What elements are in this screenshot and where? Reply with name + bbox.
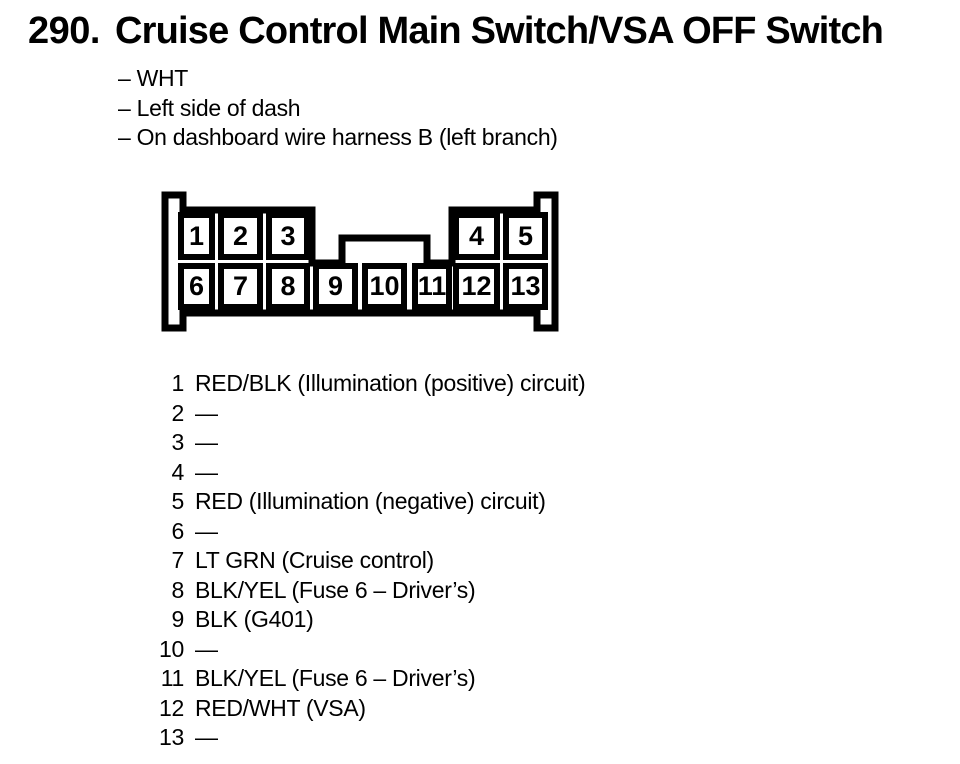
pin-legend-row-5: 5 RED (Illumination (negative) circuit)	[140, 487, 585, 517]
pin-number: 4	[171, 458, 185, 485]
connector-pin-cell-6: 6	[178, 263, 215, 310]
pin-number: 9	[171, 606, 185, 632]
note-harness: – On dashboard wire harness B (left bran…	[118, 124, 558, 150]
connector-pin-cell-2: 2	[218, 212, 263, 260]
pin-number: 5	[171, 488, 185, 514]
pin-legend-row-4: 4—	[140, 458, 585, 488]
pin-description: —	[195, 399, 218, 426]
pin-number: 7	[171, 547, 185, 573]
page-title: Cruise Control Main Switch/VSA OFF Switc…	[115, 10, 884, 52]
connector-pin-cell-1: 1	[178, 212, 215, 260]
pin-description: LT GRN (Cruise control)	[195, 547, 434, 573]
connector-pin-cell-7: 7	[218, 263, 263, 310]
pin-legend-row-9: 9 BLK (G401)	[140, 605, 585, 635]
pin-legend-row-2: 2—	[140, 399, 585, 429]
pin-number: 12	[159, 694, 184, 721]
connector-pin-cell-4: 4	[453, 212, 500, 260]
connector-pin-cell-12: 12	[453, 263, 500, 310]
connector-pin-cell-10: 10	[362, 263, 407, 310]
pin-number: 11	[160, 665, 185, 691]
note-location: – Left side of dash	[118, 94, 301, 121]
connector-pin-cell-13: 13	[503, 263, 548, 310]
pin-description: —	[195, 458, 218, 485]
connector-pin-cell-5: 5	[503, 212, 548, 260]
pin-legend-row-1: 1 RED/BLK (Illumination (positive) circui…	[140, 369, 586, 399]
pin-legend-row-7: 7 LT GRN (Cruise control)	[140, 546, 585, 576]
pin-number: 1	[171, 370, 185, 396]
section-number: 290.	[28, 10, 100, 52]
pin-legend-row-8: 8 BLK/YEL (Fuse 6 – Driver’s)	[140, 576, 585, 606]
pin-number: 3	[171, 429, 185, 455]
pin-description: BLK/YEL (Fuse 6 – Driver’s)	[195, 665, 476, 691]
pin-legend-row-12: 12 RED/WHT (VSA)	[140, 694, 585, 724]
pin-description: —	[195, 635, 218, 662]
pin-description: —	[195, 429, 218, 455]
pin-number: 2	[171, 399, 185, 426]
pin-legend-row-11: 11 BLK/YEL (Fuse 6 – Driver’s)	[140, 664, 585, 694]
pin-number: 6	[171, 517, 185, 544]
pin-number: 8	[171, 576, 185, 603]
connector-pin-cell-11: 11	[412, 263, 452, 310]
connector-pin-cell-3: 3	[266, 212, 310, 260]
pin-description: —	[195, 724, 218, 750]
pin-legend-row-13: 13 —	[140, 723, 585, 753]
pin-legend-row-10: 10 —	[140, 635, 585, 665]
pin-description: —	[195, 517, 218, 544]
note-color: – WHT	[118, 65, 189, 91]
pin-legend-row-6: 6—	[140, 517, 585, 547]
pin-description: BLK (G401)	[195, 606, 314, 632]
pin-legend: 1 RED/BLK (Illumination (positive) circui…	[140, 369, 586, 753]
pin-description: BLK/YEL (Fuse 6 – Driver’s)	[195, 576, 476, 603]
pin-description: RED/BLK (Illumination (positive) circuit…	[195, 370, 586, 396]
connector-diagram: 1 2 3 4 5 6 7 8 9 10 11 12 13	[160, 190, 559, 332]
pin-description: RED/WHT (VSA)	[195, 694, 366, 721]
pin-number: 13	[159, 724, 184, 750]
connector-pin-cell-9: 9	[313, 263, 358, 310]
pin-number: 10	[159, 635, 184, 662]
connector-pin-cell-8: 8	[266, 263, 310, 310]
pin-description: RED (Illumination (negative) circuit)	[195, 488, 546, 514]
pin-legend-row-3: 3—	[140, 428, 585, 458]
connector-notes: – WHT – Left side of dash – On dashboard…	[118, 64, 558, 153]
